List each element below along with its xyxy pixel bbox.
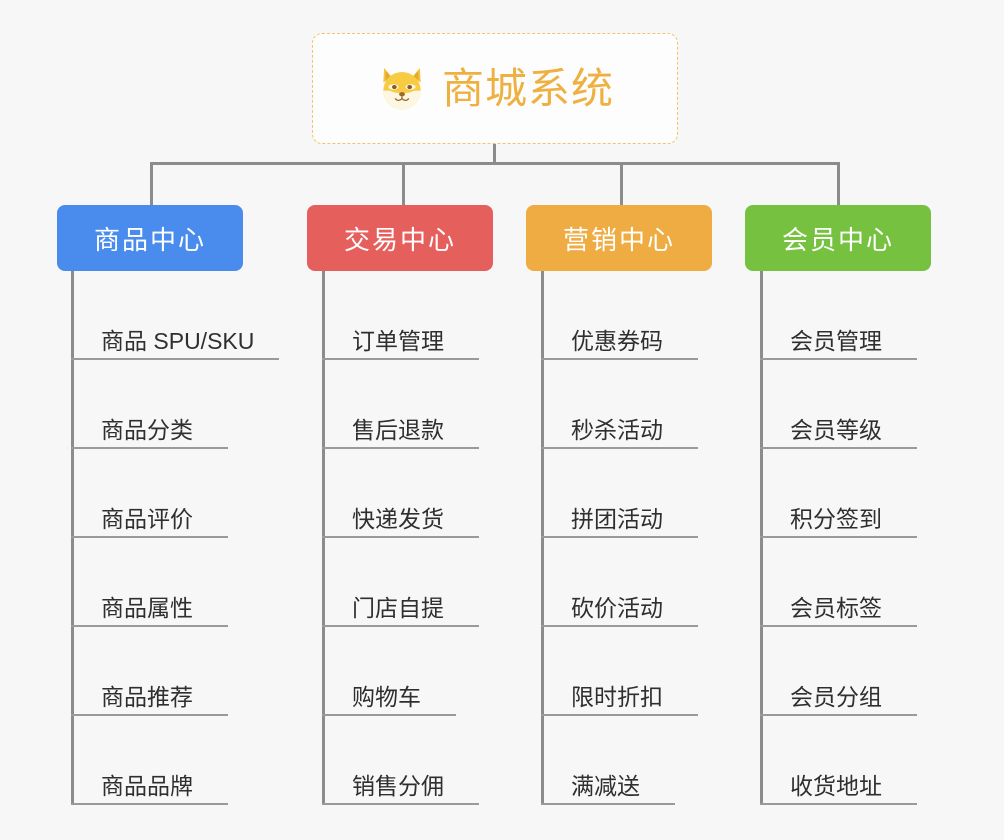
leaf-label: 销售分佣 (352, 773, 444, 800)
leaf-label: 收货地址 (790, 773, 882, 800)
leaf-label: 商品 SPU/SKU (101, 328, 255, 355)
root-node-shopping-mall-system[interactable]: 商城系统 (312, 33, 678, 144)
leaf-item[interactable]: 会员等级 (760, 360, 917, 449)
leaf-item[interactable]: 砍价活动 (541, 538, 698, 627)
leaf-item[interactable]: 会员管理 (760, 271, 917, 360)
leaf-label: 会员标签 (790, 595, 882, 622)
leaf-label: 砍价活动 (571, 595, 663, 622)
leaf-label: 商品分类 (101, 417, 193, 444)
connector-drop-branch-2 (402, 162, 405, 207)
branch-header-2[interactable]: 交易中心 (307, 205, 493, 271)
leaf-spine-2 (322, 271, 325, 805)
leaf-item[interactable]: 快递发货 (322, 449, 479, 538)
leaf-label: 购物车 (352, 684, 421, 711)
branch-header-4[interactable]: 会员中心 (745, 205, 931, 271)
leaf-item[interactable]: 购物车 (322, 627, 456, 716)
leaf-item[interactable]: 会员标签 (760, 538, 917, 627)
branch-header-label-4: 会员中心 (781, 224, 894, 255)
leaf-label: 门店自提 (352, 595, 444, 622)
leaf-item[interactable]: 销售分佣 (322, 716, 479, 805)
connector-drop-branch-1 (150, 162, 153, 207)
leaf-label: 商品评价 (101, 506, 193, 533)
leaf-item[interactable]: 限时折扣 (541, 627, 698, 716)
leaf-label: 会员管理 (790, 328, 882, 355)
leaf-item[interactable]: 秒杀活动 (541, 360, 698, 449)
leaf-item[interactable]: 满减送 (541, 716, 675, 805)
connector-drop-branch-4 (837, 162, 840, 207)
leaf-label: 商品属性 (101, 595, 193, 622)
leaf-item[interactable]: 商品 SPU/SKU (71, 271, 279, 360)
leaf-item[interactable]: 优惠券码 (541, 271, 698, 360)
connector-horizontal-bus (150, 162, 840, 165)
leaf-label: 商品推荐 (101, 684, 193, 711)
leaf-label: 限时折扣 (571, 684, 663, 711)
branch-header-3[interactable]: 营销中心 (526, 205, 712, 271)
shiba-dog-face-icon (383, 67, 421, 109)
leaf-label: 售后退款 (352, 417, 444, 444)
leaf-label: 快递发货 (352, 506, 444, 533)
leaf-item[interactable]: 积分签到 (760, 449, 917, 538)
leaf-spine-4 (760, 271, 763, 805)
connector-root-stem (493, 144, 496, 164)
connector-drop-branch-3 (620, 162, 623, 207)
leaf-item[interactable]: 订单管理 (322, 271, 479, 360)
leaf-label: 拼团活动 (571, 506, 663, 533)
leaf-item[interactable]: 商品推荐 (71, 627, 228, 716)
branch-header-1[interactable]: 商品中心 (57, 205, 243, 271)
branch-header-label-2: 交易中心 (343, 224, 456, 255)
leaf-label: 秒杀活动 (571, 417, 663, 444)
leaf-label: 积分签到 (790, 506, 882, 533)
branch-header-label-3: 营销中心 (562, 224, 675, 255)
leaf-label: 优惠券码 (571, 328, 663, 355)
leaf-item[interactable]: 收货地址 (760, 716, 917, 805)
leaf-item[interactable]: 会员分组 (760, 627, 917, 716)
branch-header-label-1: 商品中心 (93, 224, 206, 255)
leaf-item[interactable]: 商品评价 (71, 449, 228, 538)
leaf-item[interactable]: 商品分类 (71, 360, 228, 449)
leaf-item[interactable]: 门店自提 (322, 538, 479, 627)
leaf-label: 商品品牌 (101, 773, 193, 800)
leaf-item[interactable]: 拼团活动 (541, 449, 698, 538)
leaf-label: 会员等级 (790, 417, 882, 444)
leaf-item[interactable]: 商品属性 (71, 538, 228, 627)
leaf-label: 订单管理 (352, 328, 444, 355)
leaf-item[interactable]: 商品品牌 (71, 716, 228, 805)
root-title: 商城系统 (441, 64, 614, 112)
leaf-spine-3 (541, 271, 544, 805)
leaf-label: 会员分组 (790, 684, 882, 711)
leaf-label: 满减送 (571, 773, 640, 800)
leaf-spine-1 (71, 271, 74, 805)
leaf-item[interactable]: 售后退款 (322, 360, 479, 449)
